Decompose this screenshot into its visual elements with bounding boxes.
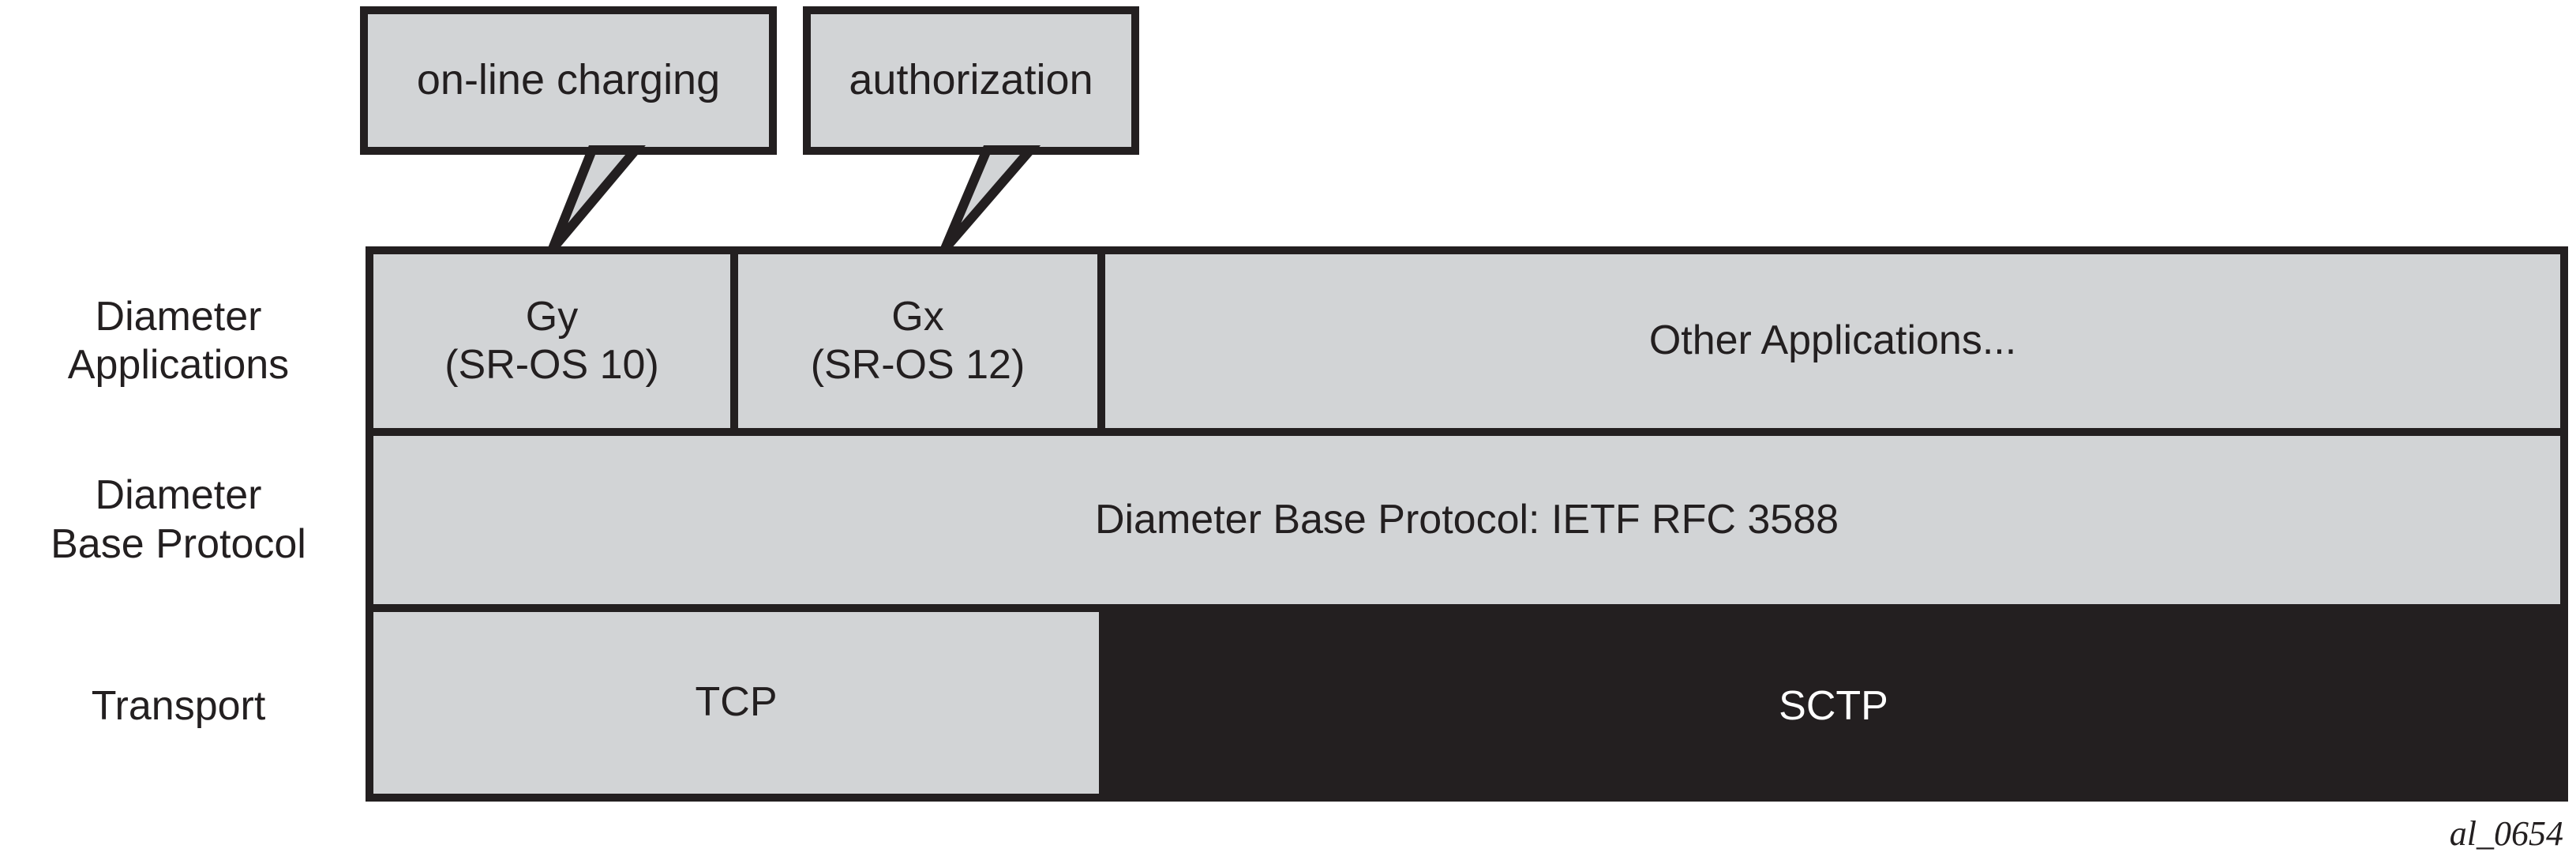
cell-other-applications: Other Applications... — [1105, 254, 2560, 428]
cell-sctp: SCTP — [1099, 612, 2568, 802]
cell-tcp: TCP — [373, 612, 1099, 794]
row-label-diameter-applications: Diameter Applications — [0, 254, 357, 428]
callout-label-on-line-charging: on-line charging — [416, 56, 721, 104]
row-label-diameter-base-protocol: Diameter Base Protocol — [0, 436, 357, 604]
callout-label-authorization: authorization — [849, 56, 1093, 104]
cell-label-diameter-base-protocol: Diameter Base Protocol: IETF RFC 3588 — [1094, 496, 1839, 543]
callout-tail-on-line-charging — [548, 145, 646, 252]
cell-label-tcp: TCP — [695, 679, 778, 726]
row-label-text-transport: Transport — [91, 683, 266, 730]
cell-label-other-applications: Other Applications... — [1648, 317, 2017, 364]
cell-gx: Gx (SR-OS 12) — [738, 254, 1097, 428]
callout-authorization: authorization — [803, 6, 1139, 155]
cell-label-gy: Gy (SR-OS 10) — [444, 293, 659, 388]
callout-on-line-charging: on-line charging — [360, 6, 777, 155]
row-label-text-diameter-applications: Diameter Applications — [67, 293, 290, 388]
row-label-transport: Transport — [0, 612, 357, 802]
figure-id-caption: al_0654 — [2449, 814, 2563, 853]
cell-gy: Gy (SR-OS 10) — [373, 254, 730, 428]
cell-label-gx: Gx (SR-OS 12) — [810, 293, 1026, 388]
cell-label-sctp: SCTP — [1779, 683, 1888, 730]
row-label-text-diameter-base-protocol: Diameter Base Protocol — [51, 472, 306, 567]
cell-diameter-base-protocol: Diameter Base Protocol: IETF RFC 3588 — [373, 436, 2560, 604]
callout-tail-authorization — [940, 145, 1041, 252]
